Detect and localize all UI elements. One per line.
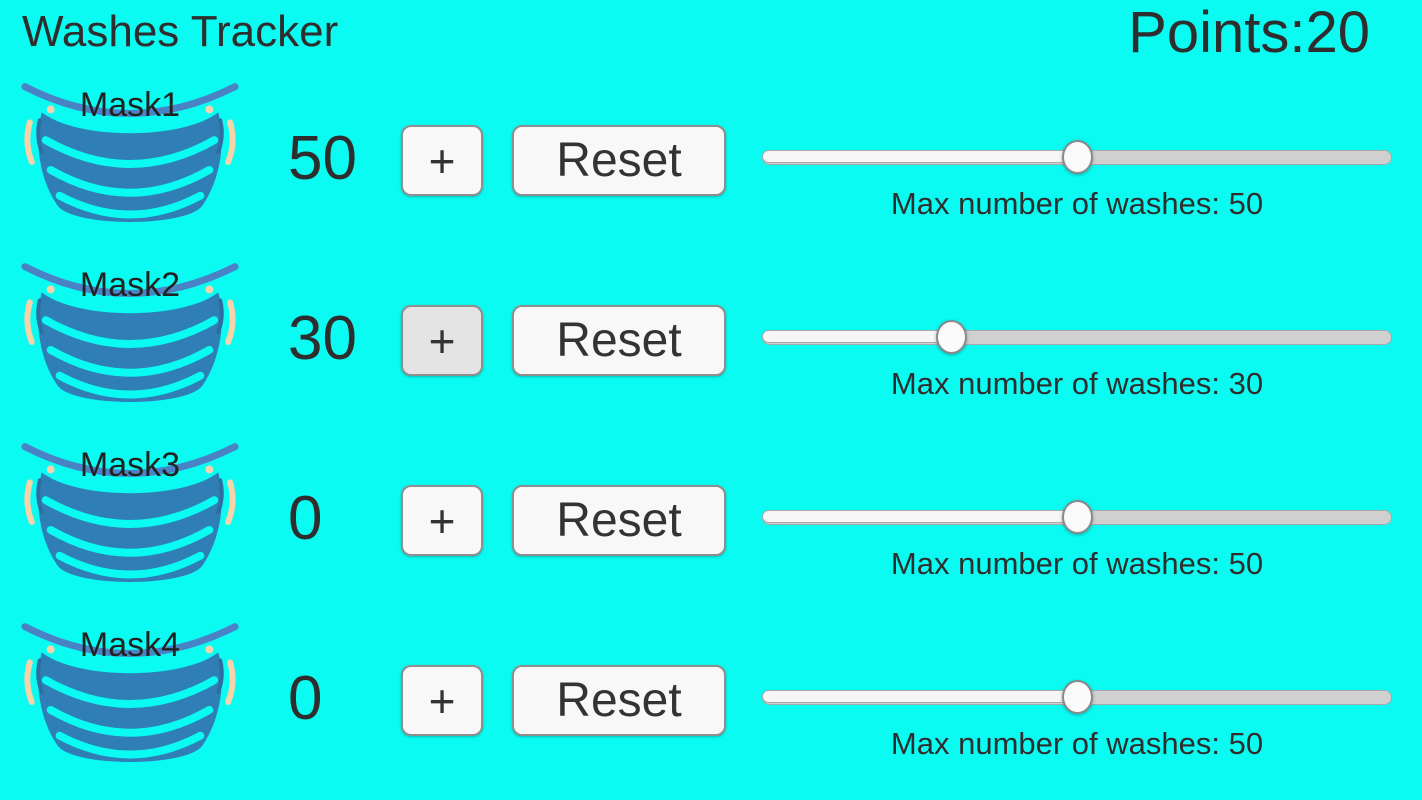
increment-button[interactable]: + <box>401 125 483 196</box>
max-washes-slider[interactable] <box>762 440 1392 550</box>
wash-count: 0 <box>288 664 323 733</box>
slider-thumb[interactable] <box>936 320 967 354</box>
slider-fill <box>762 510 1077 523</box>
wash-count: 50 <box>288 124 357 193</box>
slider-fill <box>762 150 1077 163</box>
mask-name-label: Mask4 <box>79 626 181 664</box>
slider-thumb[interactable] <box>1062 680 1093 714</box>
wash-count: 30 <box>288 304 357 373</box>
mask-name-label: Mask3 <box>79 446 181 484</box>
max-washes-label: Max number of washes: 50 <box>890 726 1264 761</box>
max-washes-label: Max number of washes: 30 <box>890 366 1264 401</box>
max-washes-label: Max number of washes: 50 <box>890 186 1264 221</box>
max-washes-slider[interactable] <box>762 620 1392 730</box>
mask-icon-wrap: Mask4 <box>16 620 244 780</box>
mask-name-label: Mask1 <box>79 86 181 124</box>
points-display: Points:20 <box>1128 0 1370 66</box>
mask-icon-wrap: Mask3 <box>16 440 244 600</box>
max-washes-slider[interactable] <box>762 260 1392 370</box>
mask-icon-wrap: Mask2 <box>16 260 244 420</box>
mask-icon-wrap: Mask1 <box>16 80 244 240</box>
slider-thumb[interactable] <box>1062 140 1093 174</box>
slider-fill <box>762 330 951 343</box>
mask-name-label: Mask2 <box>79 266 181 304</box>
wash-count: 0 <box>288 484 323 553</box>
mask-row: Mask4 0 + Reset Max number of washes: 50 <box>0 620 1422 800</box>
page-title: Washes Tracker <box>22 7 339 56</box>
max-washes-slider[interactable] <box>762 80 1392 190</box>
mask-row: Mask1 50 + Reset Max number of washes: 5… <box>0 80 1422 260</box>
reset-button[interactable]: Reset <box>512 665 726 736</box>
mask-row: Mask3 0 + Reset Max number of washes: 50 <box>0 440 1422 620</box>
slider-thumb[interactable] <box>1062 500 1093 534</box>
slider-fill <box>762 690 1077 703</box>
max-washes-label: Max number of washes: 50 <box>890 546 1264 581</box>
increment-button[interactable]: + <box>401 665 483 736</box>
mask-row: Mask2 30 + Reset Max number of washes: 3… <box>0 260 1422 440</box>
reset-button[interactable]: Reset <box>512 485 726 556</box>
points-value: 20 <box>1305 0 1370 65</box>
increment-button[interactable]: + <box>401 305 483 376</box>
increment-button[interactable]: + <box>401 485 483 556</box>
reset-button[interactable]: Reset <box>512 305 726 376</box>
reset-button[interactable]: Reset <box>512 125 726 196</box>
points-label: Points: <box>1128 0 1306 65</box>
